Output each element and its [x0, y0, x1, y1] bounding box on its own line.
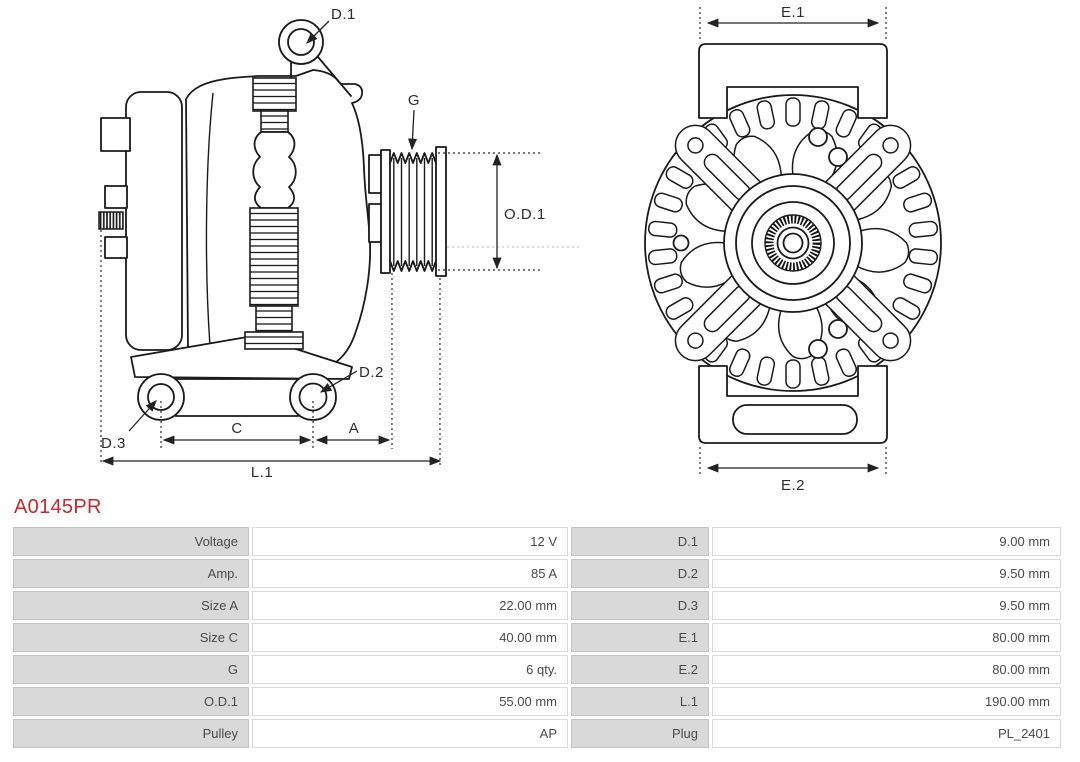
leader-d1 — [306, 20, 330, 44]
dimension-label-e2: E.2 — [781, 477, 805, 494]
leader-d3 — [128, 400, 157, 432]
spec-value: AP — [252, 719, 568, 748]
dimension-label-g: G — [408, 92, 420, 109]
spec-value: 85 A — [252, 559, 568, 588]
spec-label: Pulley — [13, 719, 249, 748]
spec-label: Size A — [13, 591, 249, 620]
spec-label: G — [13, 655, 249, 684]
spec-label: E.1 — [571, 623, 709, 652]
pulley-front — [723, 173, 863, 313]
top-bracket — [698, 43, 888, 119]
table-row: Amp. 85 A D.2 9.50 mm — [13, 559, 1061, 588]
stator-ribs — [249, 207, 299, 307]
spec-label: D.3 — [571, 591, 709, 620]
spec-label: D.1 — [571, 527, 709, 556]
part-number: A0145PR — [14, 496, 102, 518]
spec-label: Plug — [571, 719, 709, 748]
spec-value: 9.50 mm — [712, 591, 1061, 620]
spec-value: 22.00 mm — [252, 591, 568, 620]
leader-d2 — [319, 370, 358, 393]
leader-g — [407, 109, 418, 151]
spec-value: 40.00 mm — [252, 623, 568, 652]
table-row: Voltage 12 V D.1 9.00 mm — [13, 527, 1061, 556]
shaft-bore — [782, 232, 804, 254]
spec-value: 6 qty. — [252, 655, 568, 684]
pulley-side — [380, 146, 447, 277]
spec-value: 12 V — [252, 527, 568, 556]
table-row: Size C 40.00 mm E.1 80.00 mm — [13, 623, 1061, 652]
dimension-label-a: A — [349, 420, 360, 437]
terminal-block — [98, 211, 124, 230]
spec-label: Amp. — [13, 559, 249, 588]
top-lug-hole — [287, 28, 315, 56]
spec-value: 80.00 mm — [712, 655, 1061, 684]
spec-label: Voltage — [13, 527, 249, 556]
spec-value: 55.00 mm — [252, 687, 568, 716]
spec-value: 9.00 mm — [712, 527, 1061, 556]
front-view-drawing: E.1 E.2 — [644, 4, 942, 494]
dimension-label-d2: D.2 — [359, 364, 384, 381]
dimension-label-d3: D.3 — [101, 435, 126, 452]
side-view-drawing: D.1 G O.D.1 D.2 D.3 C A L.1 — [98, 6, 582, 481]
dimension-label-od1: O.D.1 — [504, 206, 546, 223]
rear-cover — [125, 91, 183, 351]
spec-label: D.2 — [571, 559, 709, 588]
table-row: O.D.1 55.00 mm L.1 190.00 mm — [13, 687, 1061, 716]
dimension-label-d1: D.1 — [331, 6, 356, 23]
bottom-bracket-slot — [732, 404, 858, 435]
spec-value: 190.00 mm — [712, 687, 1061, 716]
spec-label: E.2 — [571, 655, 709, 684]
spec-value: 80.00 mm — [712, 623, 1061, 652]
alternator-technical-drawing: D.1 G O.D.1 D.2 D.3 C A L.1 — [98, 4, 942, 494]
dimension-label-e1: E.1 — [781, 4, 805, 21]
spec-label: L.1 — [571, 687, 709, 716]
spec-table: Voltage 12 V D.1 9.00 mm Amp. 85 A D.2 9… — [10, 524, 1064, 751]
spec-value: PL_2401 — [712, 719, 1061, 748]
spec-label: O.D.1 — [13, 687, 249, 716]
table-row: Size A 22.00 mm D.3 9.50 mm — [13, 591, 1061, 620]
spec-value: 9.50 mm — [712, 559, 1061, 588]
table-row: G 6 qty. E.2 80.00 mm — [13, 655, 1061, 684]
spec-label: Size C — [13, 623, 249, 652]
dimension-label-l1: L.1 — [251, 464, 273, 481]
shaft-spline — [765, 215, 821, 271]
dimension-label-c: C — [231, 420, 242, 437]
table-row: Pulley AP Plug PL_2401 — [13, 719, 1061, 748]
